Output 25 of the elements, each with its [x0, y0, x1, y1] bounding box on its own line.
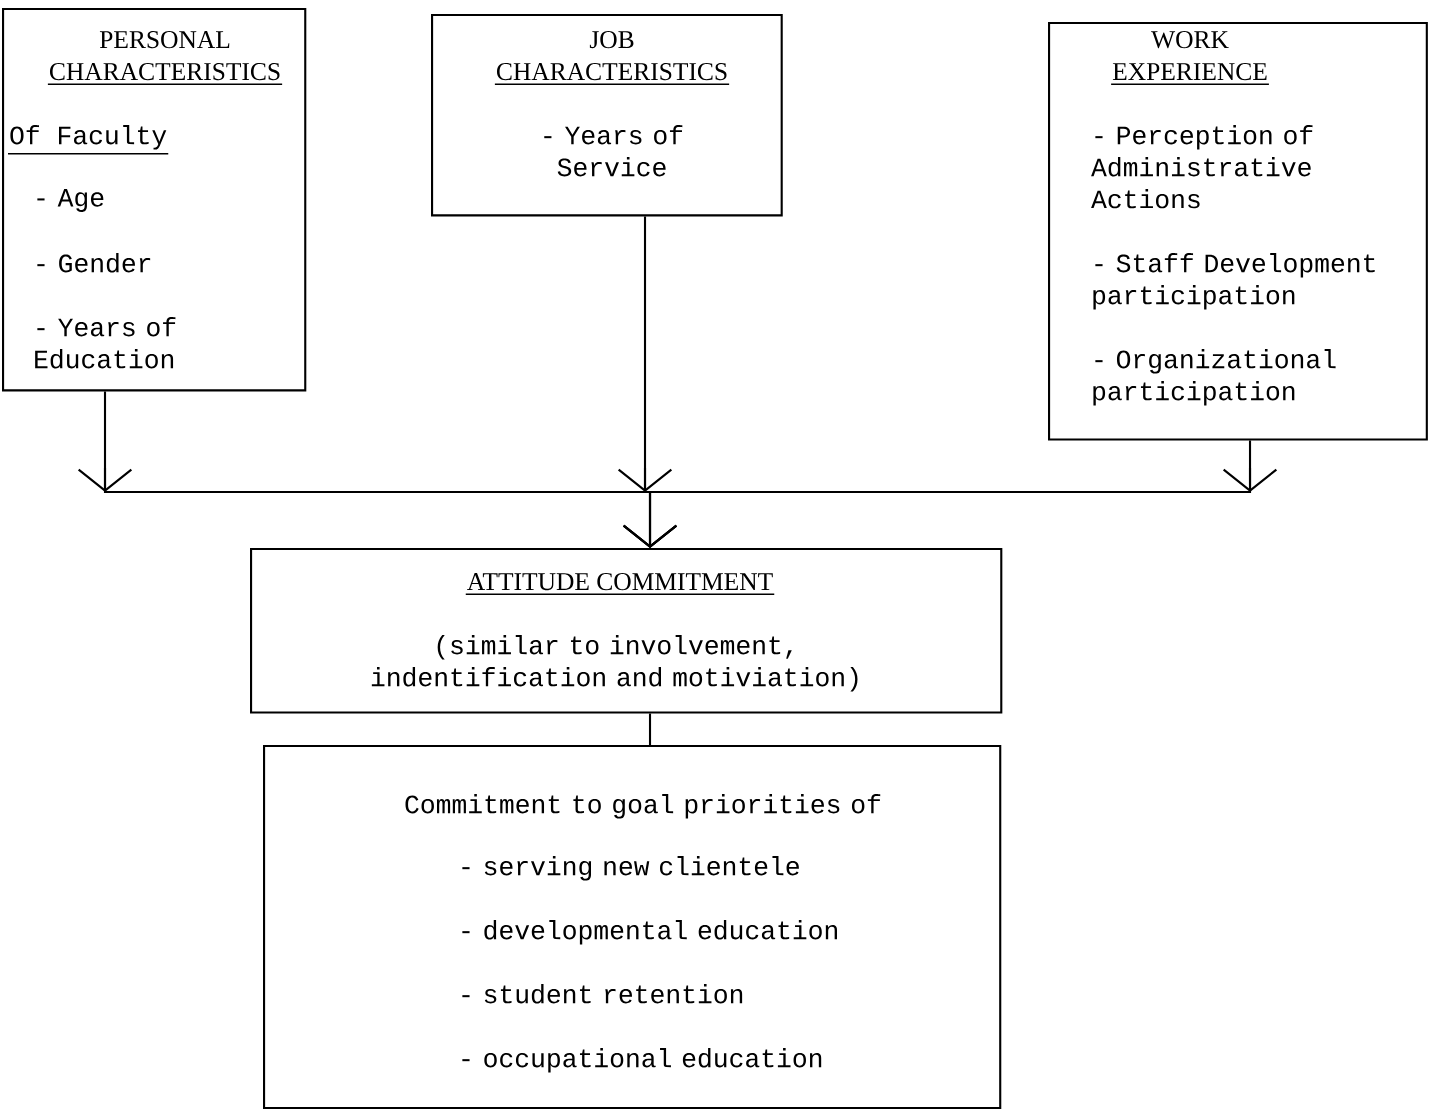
box-text: (similar to involvement, indentification and motiviation): [371, 635, 858, 692]
box-heading: WORK EXPERIENCE: [1110, 31, 1270, 85]
list-item: - Age: [37, 189, 104, 212]
box-heading: PERSONAL CHARACTERISTICS: [47, 31, 283, 85]
box-text: Commitment to goal priorities of: [405, 794, 881, 819]
text-box: [1048, 22, 1428, 441]
connector-line: [648, 713, 652, 745]
list-item: - developmental education: [462, 920, 837, 945]
list-item: - occupational education: [462, 1048, 822, 1073]
text-box: [263, 745, 1002, 1110]
list-item: - serving new clientele: [462, 856, 799, 881]
box-heading: JOB CHARACTERISTICS: [494, 31, 730, 85]
list-item: - Years of Education: [35, 317, 176, 369]
text-box: [2, 8, 307, 392]
list-item: - Organizational participation: [1093, 349, 1336, 406]
text-box: [431, 14, 783, 217]
box-heading: ATTITUDE COMMITMENT: [464, 573, 776, 595]
arrow: [623, 440, 1278, 548]
text-box: [250, 548, 1003, 714]
list-item: - Staff Development participation: [1093, 253, 1375, 310]
list-item: - student retention: [462, 984, 743, 1004]
list-item: - Gender: [37, 253, 151, 273]
list-item: - Perception of Administrative Actions: [1091, 125, 1313, 209]
box-subheading: Of Faculty: [7, 125, 170, 155]
list-item: - Years of Service: [544, 125, 683, 177]
